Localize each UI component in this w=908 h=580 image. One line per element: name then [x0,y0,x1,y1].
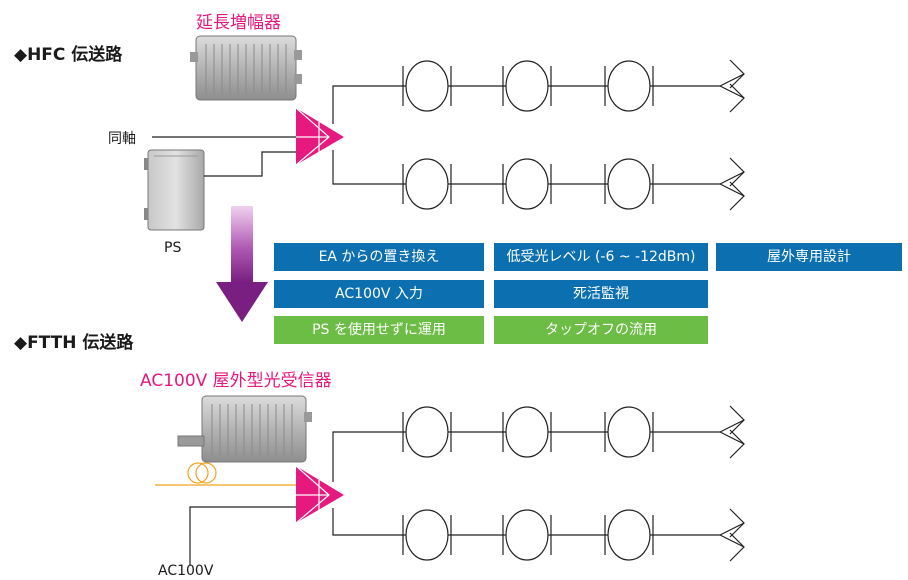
feature-low-rx-level: 低受光レベル (-6 ~ -12dBm) [494,243,708,271]
ac100v-label: AC100V [158,563,214,579]
feature-tap-reuse: タップオフの流用 [494,316,708,344]
ftth-taps-upper [402,406,654,458]
ps-label: PS [164,240,182,256]
ftth-taps-lower [402,509,654,561]
ps-feed-line [204,151,298,177]
ftth-branch-lines [332,431,720,536]
feature-alive-monitoring: 死活監視 [494,280,708,308]
ftth-line-ends [719,405,745,562]
optical-receiver-image [177,395,312,463]
extension-amplifier-title: 延長増幅器 [196,13,281,33]
feature-ea-replacement: EA からの置き換え [274,243,484,271]
ftth-section-heading: ◆FTTH 伝送路 [14,333,134,353]
ac100v-power-line [189,506,298,565]
extension-amplifier-image [190,35,302,101]
hfc-taps-upper [402,60,654,112]
optical-receiver-title: AC100V 屋外型光受信器 [140,371,332,391]
power-supply-image [144,149,205,231]
coax-label: 同軸 [108,131,136,147]
ftth-receiver-triangle-icon [295,465,344,524]
optical-fiber-line [155,462,300,486]
hfc-section-heading: ◆HFC 伝送路 [14,45,123,65]
migration-down-arrow-icon [216,206,268,322]
hfc-amplifier-triangle-icon [295,107,344,166]
feature-ac100v-input: AC100V 入力 [274,280,484,308]
feature-no-ps-operation: PS を使用せずに運用 [274,316,484,344]
hfc-branch-lines [332,85,720,185]
hfc-line-ends [719,59,745,211]
hfc-taps-lower [402,158,654,210]
feature-outdoor-design: 屋外専用設計 [716,243,902,271]
